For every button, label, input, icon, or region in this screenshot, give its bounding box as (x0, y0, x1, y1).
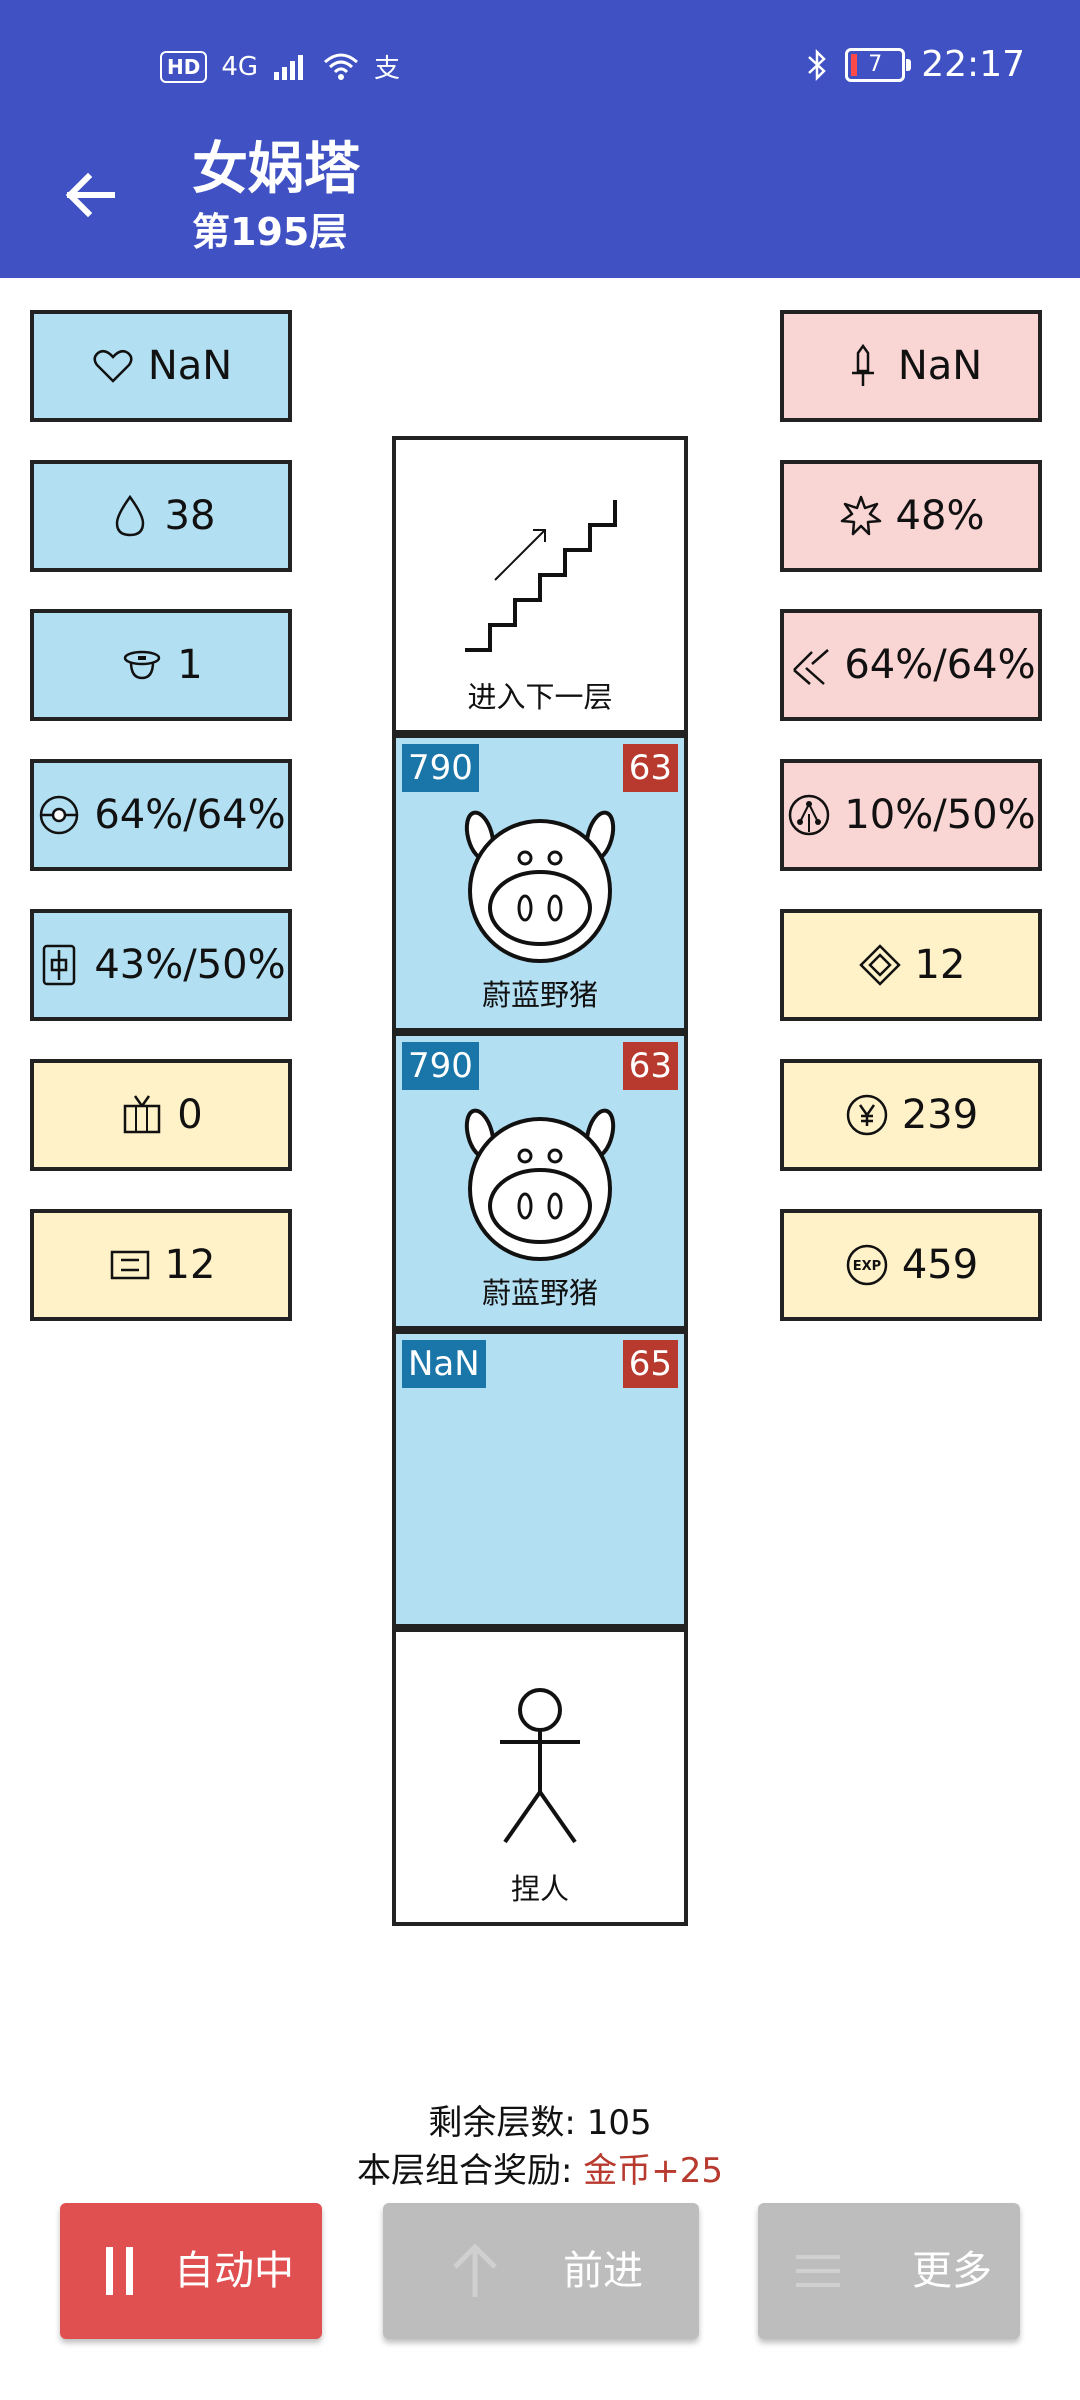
status-bar: HD 4G 支 7 22:17 (0, 0, 1080, 135)
tower-cell-monster[interactable]: 790 63 蔚蓝野猪 (392, 734, 688, 1032)
exp-icon: EXP (846, 1244, 888, 1286)
status-right: 7 22:17 (805, 44, 1025, 85)
stat-tv: 0 (30, 1059, 292, 1171)
boar-icon (464, 1108, 616, 1261)
stairs-icon (465, 500, 617, 652)
more-button[interactable]: 更多 (758, 2203, 1020, 2339)
stat-health-value: NaN (147, 343, 233, 389)
stat-orb: 64%/64% (30, 759, 292, 871)
page-title: 女娲塔 (192, 137, 360, 202)
network-icon (789, 794, 830, 836)
stat-gold-value: 239 (901, 1092, 979, 1138)
more-button-label: 更多 (912, 2248, 992, 2294)
monster-level-badge: 63 (622, 1042, 678, 1090)
sword-icon (851, 343, 874, 386)
player-label: 捏人 (510, 1872, 569, 1906)
yen-coin-icon (846, 1094, 888, 1136)
orb-icon (40, 795, 79, 835)
tv-icon (124, 1095, 161, 1134)
title-block: 女娲塔 第195层 (192, 132, 360, 256)
remaining-floors: 剩余层数: 105 (0, 2095, 1080, 2144)
stat-mana: 38 (30, 460, 292, 572)
floor-reward-value: 金币+25 (583, 2151, 724, 2191)
shield-frame-icon (43, 944, 76, 986)
tower-cell-player[interactable]: 捏人 (392, 1628, 688, 1926)
cell-attack-badge: NaN (402, 1340, 486, 1388)
hd-indicator: HD (160, 50, 208, 83)
battery-icon: 7 (845, 47, 912, 82)
stat-exp: EXP 459 (780, 1209, 1042, 1321)
battery-level: 7 (868, 52, 883, 77)
stat-gem: 12 (780, 909, 1042, 1021)
stat-pierce: 64%/64% (780, 609, 1042, 721)
diamond-icon (858, 944, 901, 986)
stat-gem-value: 12 (914, 942, 966, 988)
pause-icon (106, 2247, 133, 2295)
stat-orb-value: 64%/64% (94, 792, 286, 838)
forward-button[interactable]: 前进 (383, 2203, 699, 2339)
network-indicator: 4G (221, 51, 259, 82)
stat-block: 43%/50% (30, 909, 292, 1021)
arrow-up-icon (453, 2243, 497, 2297)
auto-button-label: 自动中 (174, 2248, 294, 2294)
stat-card-value: 12 (164, 1242, 216, 1288)
stat-defense: 1 (30, 609, 292, 721)
stat-exp-value: 459 (901, 1242, 979, 1288)
stat-chain: 10%/50% (780, 759, 1042, 871)
stat-pierce-value: 64%/64% (844, 642, 1036, 688)
app-header: HD 4G 支 7 22:17 (0, 0, 1080, 278)
burst-icon (840, 495, 881, 536)
slash-icon (793, 649, 830, 685)
payment-indicator: 支 (374, 54, 401, 84)
stick-figure-icon (500, 1688, 580, 1844)
helmet-icon (124, 650, 161, 680)
floor-subtitle: 第195层 (192, 210, 348, 254)
stat-attack-value: NaN (897, 343, 983, 389)
menu-icon (796, 2255, 840, 2287)
tower-cell-monster[interactable]: 790 63 蔚蓝野猪 (392, 1032, 688, 1330)
clock: 22:17 (921, 44, 1025, 85)
monster-attack-badge: 790 (402, 1042, 479, 1090)
monster-attack-badge: 790 (402, 744, 479, 792)
svg-text:EXP: EXP (853, 1259, 881, 1274)
floor-reward-label: 本层组合奖励: (356, 2151, 573, 2191)
stat-crit-value: 48% (895, 493, 985, 539)
stat-attack: NaN (780, 310, 1042, 422)
bluetooth-icon (808, 48, 827, 81)
stat-card: 12 (30, 1209, 292, 1321)
stat-health: NaN (30, 310, 292, 422)
back-arrow-icon (65, 172, 115, 218)
back-button[interactable] (60, 165, 120, 225)
stat-defense-value: 1 (177, 642, 203, 688)
remaining-floors-label: 剩余层数: (428, 2103, 576, 2143)
status-left: HD 4G 支 (160, 48, 400, 85)
wifi-icon (324, 53, 359, 80)
monster-label: 蔚蓝野猪 (481, 1276, 598, 1310)
stat-gold: 239 (780, 1059, 1042, 1171)
stat-tv-value: 0 (177, 1092, 203, 1138)
battery-level-bar (851, 53, 858, 76)
tower-cell-empty[interactable]: NaN 65 (392, 1330, 688, 1628)
boar-icon (464, 810, 616, 963)
heart-icon (93, 349, 133, 383)
tower-cell-stairs[interactable]: 进入下一层 (392, 436, 688, 734)
stairs-label: 进入下一层 (467, 680, 613, 714)
floor-reward: 本层组合奖励: 金币+25 (0, 2143, 1080, 2192)
remaining-floors-value: 105 (586, 2103, 652, 2143)
signal-icon (274, 54, 304, 80)
stat-block-value: 43%/50% (94, 942, 286, 988)
card-icon (110, 1250, 149, 1280)
cell-level-badge: 65 (622, 1340, 678, 1388)
forward-button-label: 前进 (563, 2248, 643, 2294)
stat-mana-value: 38 (164, 493, 216, 539)
monster-label: 蔚蓝野猪 (481, 978, 598, 1012)
monster-level-badge: 63 (622, 744, 678, 792)
stat-crit: 48% (780, 460, 1042, 572)
drop-icon (115, 494, 144, 537)
stat-chain-value: 10%/50% (844, 792, 1036, 838)
auto-button[interactable]: 自动中 (60, 2203, 322, 2339)
